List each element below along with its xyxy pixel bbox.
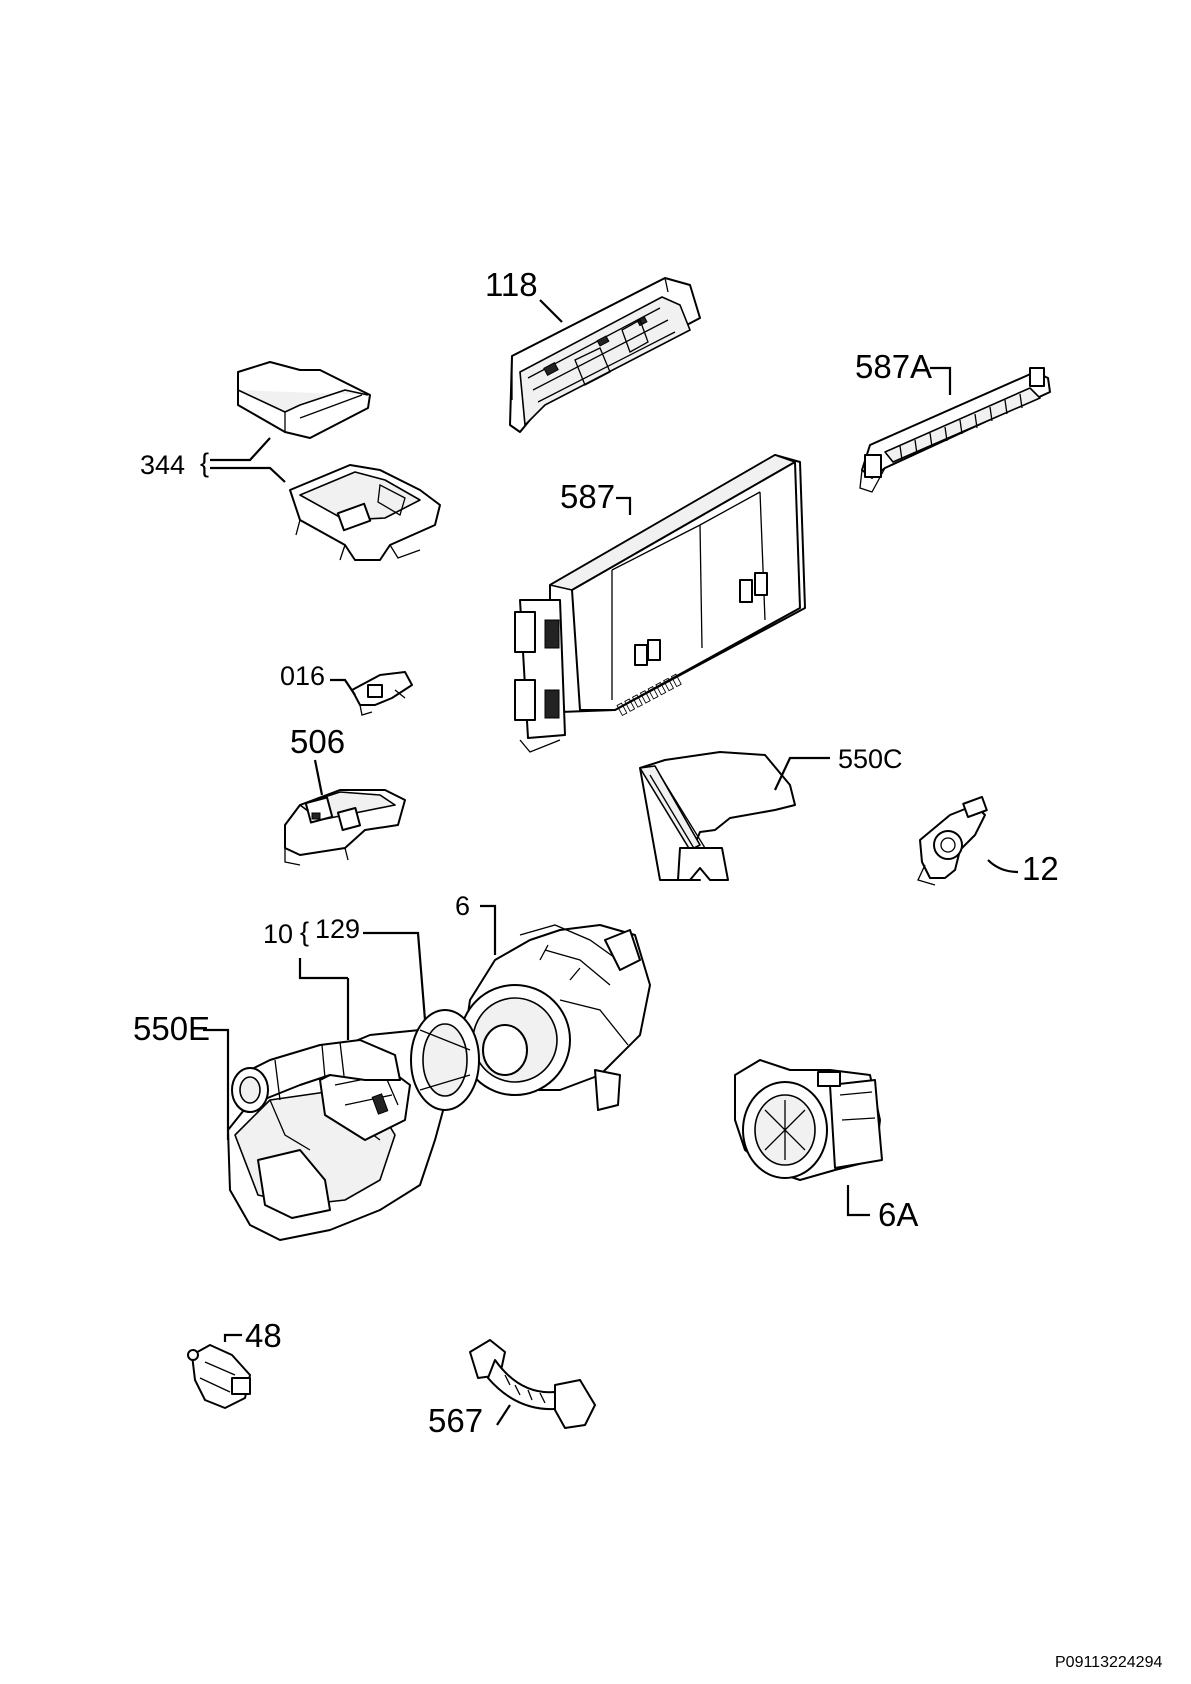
label-129: 129 <box>315 914 360 944</box>
leader-bracket-10 <box>298 958 348 980</box>
label-48: 48 <box>245 1317 282 1354</box>
part-506-door-lock[interactable] <box>284 789 406 866</box>
part-550c-cover-plate[interactable] <box>639 751 796 881</box>
part-12-sensor[interactable] <box>917 796 988 886</box>
part-6a-drain-pump[interactable] <box>734 1059 883 1181</box>
part-587a-connector-board[interactable] <box>859 367 1051 493</box>
label-6: 6 <box>455 891 470 921</box>
part-6-circulation-pump[interactable] <box>459 924 651 1111</box>
label-506: 506 <box>290 723 345 760</box>
leader-line-129 <box>363 931 427 1021</box>
leader-line-344-dispenser <box>210 466 286 483</box>
label-118: 118 <box>485 266 538 303</box>
label-016: 016 <box>280 661 325 691</box>
leader-line-48 <box>223 1333 242 1342</box>
leader-line-6 <box>480 904 497 955</box>
label-344: 344 <box>140 450 185 480</box>
part-48-sensor[interactable] <box>187 1344 251 1409</box>
leader-line-344-cover <box>210 437 271 462</box>
part-129-heater-element[interactable] <box>410 1009 480 1111</box>
brace-10: { <box>300 917 309 947</box>
part-587-power-module-housing[interactable]: ▯▯▯▯▯▯▯▯ <box>514 454 806 753</box>
label-567: 567 <box>428 1402 483 1439</box>
leader-line-12 <box>987 859 1019 874</box>
leader-line-118 <box>539 299 563 323</box>
leader-line-567 <box>496 1404 511 1426</box>
document-code: P09113224294 <box>1055 1654 1162 1671</box>
part-344-detergent-dispenser[interactable] <box>289 464 441 561</box>
leader-line-587a <box>930 366 952 395</box>
part-016-sensor-switch[interactable] <box>351 671 413 716</box>
leader-line-550c <box>774 756 830 791</box>
label-10: 10 <box>263 919 293 949</box>
leader-line-550e <box>203 1028 230 1140</box>
part-118-control-panel-board[interactable] <box>509 277 701 433</box>
label-587a: 587A <box>855 348 932 385</box>
part-344-detergent-dispenser-cover[interactable] <box>237 361 371 439</box>
label-587: 587 <box>560 478 615 515</box>
part-567-wiring-connector[interactable] <box>469 1339 596 1429</box>
leader-line-6a <box>846 1185 870 1217</box>
label-6a: 6A <box>878 1196 918 1233</box>
leader-line-587 <box>616 496 632 515</box>
label-550e: 550E <box>133 1010 210 1047</box>
label-550c: 550C <box>838 744 903 774</box>
label-12: 12 <box>1022 850 1059 887</box>
brace-344: { <box>200 448 209 478</box>
leader-line-016 <box>330 678 356 696</box>
part-10-heater-pipe[interactable] <box>231 1039 401 1113</box>
leader-line-506 <box>313 759 324 796</box>
